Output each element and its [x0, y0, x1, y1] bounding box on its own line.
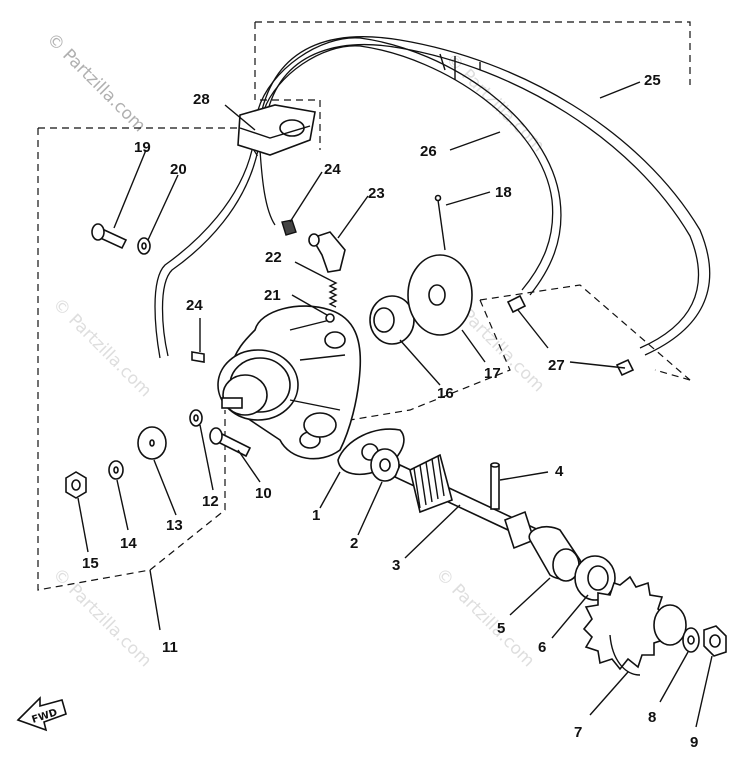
- callout-24-upper: 24: [324, 161, 341, 178]
- callout-1: 1: [312, 507, 320, 524]
- callout-13: 13: [166, 517, 183, 534]
- part-16-oil-seal: [369, 295, 415, 345]
- callout-22: 22: [265, 249, 282, 266]
- part-9-nut: [703, 625, 727, 657]
- callout-28: 28: [193, 91, 210, 108]
- part-2-o-ring: [370, 448, 400, 482]
- part-8-lock-washer: [682, 627, 700, 653]
- part-23-banjo-bolt: [308, 231, 346, 273]
- part-27-joint-upper: [506, 294, 527, 314]
- callout-23: 23: [368, 185, 385, 202]
- watermark-repeat: © Partzilla.com: [48, 294, 155, 401]
- part-24-clip-lower: [191, 351, 205, 363]
- part-17-drive-gear: [407, 254, 473, 336]
- callout-7: 7: [574, 724, 582, 741]
- callout-17: 17: [484, 365, 501, 382]
- oil-delivery-pipes: [154, 36, 711, 359]
- oil-pump-body: [217, 305, 362, 460]
- part-5-collar: [528, 525, 582, 582]
- part-20-washer: [137, 237, 151, 255]
- part-7-pump-drive-gear: [582, 575, 687, 676]
- part-6-bearing: [574, 555, 616, 601]
- callout-8: 8: [648, 709, 656, 726]
- part-3-pump-shaft: [393, 453, 562, 554]
- callout-6: 6: [538, 639, 546, 656]
- callout-10: 10: [255, 485, 272, 502]
- callout-14: 14: [120, 535, 137, 552]
- part-22-spring: [328, 279, 338, 308]
- part-4-pin: [490, 462, 500, 510]
- callout-11: 11: [162, 639, 178, 656]
- callout-4: 4: [555, 463, 564, 480]
- part-19-screw: [91, 223, 128, 250]
- part-28-pipe-clamp: [237, 104, 316, 156]
- callout-5: 5: [497, 620, 505, 637]
- callout-25: 25: [644, 72, 661, 89]
- watermark-main: © Partzilla.com: [42, 29, 149, 136]
- callout-3: 3: [392, 557, 400, 574]
- part-10-bolt: [209, 427, 252, 458]
- callout-21: 21: [264, 287, 281, 304]
- callout-19: 19: [134, 139, 151, 156]
- callout-2: 2: [350, 535, 358, 552]
- callout-12: 12: [202, 493, 219, 510]
- callout-24-lower: 24: [186, 297, 203, 314]
- callout-27: 27: [548, 357, 565, 374]
- callout-20: 20: [170, 161, 187, 178]
- watermark-repeat: © Partzilla.com: [431, 564, 538, 671]
- forward-arrow-icon: FWD: [16, 696, 67, 732]
- part-13-plate-washer: [137, 426, 167, 460]
- callout-16: 16: [437, 385, 454, 402]
- part-24-clip-upper: [281, 219, 297, 236]
- watermark-repeat: © Partzilla.com: [48, 564, 155, 671]
- part-14-washer: [108, 460, 124, 480]
- callout-26: 26: [420, 143, 437, 160]
- part-21-ball: [325, 313, 335, 323]
- leader-lines: [77, 81, 713, 728]
- part-12-washer: [189, 409, 203, 427]
- part-18-pin: [434, 194, 446, 251]
- callout-15: 15: [82, 555, 99, 572]
- part-15-nut: [65, 471, 87, 499]
- callout-9: 9: [690, 734, 698, 751]
- callout-labels: 1 2 3 4 5 6 7 8 9 10 11 12 13 14 15 16 1…: [82, 72, 698, 751]
- callout-18: 18: [495, 184, 512, 201]
